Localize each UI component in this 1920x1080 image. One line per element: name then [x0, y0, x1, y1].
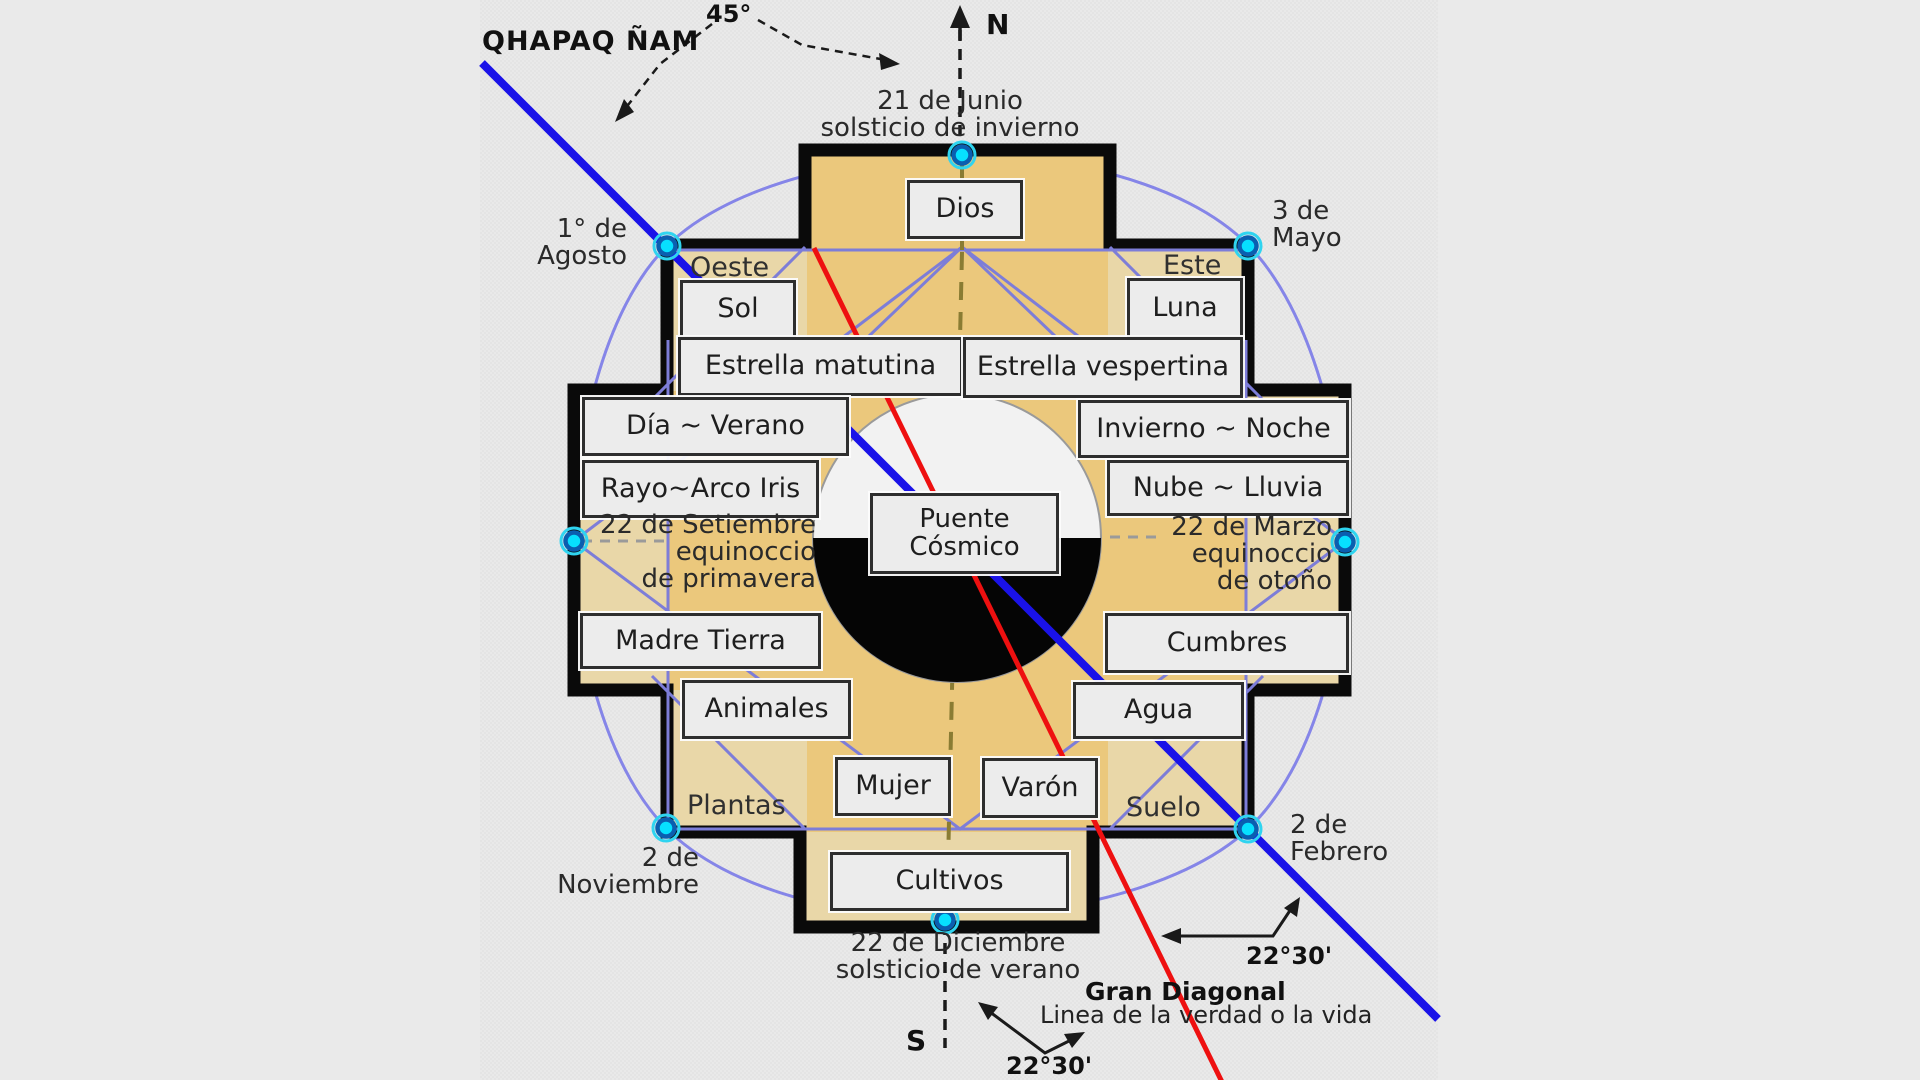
box-invierno-noche: Invierno ~ Noche [1078, 400, 1349, 458]
box-estrella-matutina: Estrella matutina [678, 337, 963, 396]
date-solsticio-diciembre: 22 de Diciembre solsticio de verano [758, 930, 1158, 984]
date-line: equinoccio [1191, 539, 1332, 569]
node-northeast [1233, 231, 1263, 261]
box-varon-label: Varón [1001, 771, 1079, 803]
box-dia-verano: Día ~ Verano [582, 397, 849, 456]
angle-2230-bottom-label: 22°30' [1006, 1052, 1093, 1080]
box-puente-cosmico: Puente Cósmico [870, 493, 1059, 574]
date-line: solsticio de invierno [820, 113, 1080, 143]
box-nube-lluvia-label: Nube ~ Lluvia [1132, 471, 1324, 503]
date-line: 22 de Setiembre [600, 510, 816, 540]
box-agua: Agua [1073, 682, 1244, 739]
box-mujer: Mujer [835, 757, 951, 816]
box-varon: Varón [982, 758, 1098, 818]
date-line: 21 de Junio [877, 86, 1023, 116]
zone-este: Este [1163, 250, 1222, 281]
box-estrella-vespertina: Estrella vespertina [963, 337, 1243, 398]
box-animales-label: Animales [704, 693, 829, 725]
box-estrella-matutina-label: Estrella matutina [704, 350, 937, 382]
calendar-nodes [559, 140, 1360, 935]
date-line: 1° de [556, 214, 627, 244]
box-rayo-arco-iris: Rayo~Arco Iris [582, 460, 819, 518]
date-line: de primavera [641, 564, 816, 594]
box-mujer-label: Mujer [855, 770, 931, 802]
date-line: 22 de Diciembre [850, 928, 1066, 958]
node-southeast [1233, 814, 1263, 844]
date-line: Noviembre [557, 870, 699, 900]
box-dia-verano-label: Día ~ Verano [626, 410, 805, 442]
box-cultivos: Cultivos [830, 852, 1069, 911]
box-nube-lluvia: Nube ~ Lluvia [1107, 460, 1349, 516]
puente-line-2: Cósmico [909, 531, 1020, 562]
box-dios-label: Dios [935, 193, 995, 225]
angle-45-label: 45° [706, 0, 752, 28]
node-northwest [652, 231, 682, 261]
box-agua-label: Agua [1123, 694, 1194, 726]
north-south-axis [943, 5, 970, 1048]
qhapaq-nam-title: QHAPAQ ÑAM [482, 26, 700, 57]
date-equinoccio-setiembre: 22 de Setiembre equinoccio de primavera [516, 512, 816, 593]
box-luna-label: Luna [1152, 292, 1218, 324]
date-line: Mayo [1272, 223, 1342, 253]
date-line: Agosto [537, 241, 627, 271]
gran-diagonal-subtitle: Linea de la verdad o la vida [1040, 1001, 1373, 1029]
chakana-cross-border [567, 143, 1352, 934]
date-line: 2 de [641, 843, 699, 873]
box-luna: Luna [1127, 278, 1243, 339]
box-dios: Dios [907, 180, 1023, 239]
box-sol: Sol [680, 280, 796, 339]
date-line: solsticio de verano [835, 955, 1081, 985]
zone-oeste: Oeste [690, 252, 770, 283]
box-madre-tierra: Madre Tierra [580, 613, 821, 669]
date-febrero-2: 2 de Febrero [1290, 812, 1388, 866]
angle-2230-right-label: 22°30' [1246, 942, 1333, 970]
zone-plantas: Plantas [687, 790, 786, 821]
angle-45-arrows [615, 18, 900, 122]
box-animales: Animales [682, 680, 851, 739]
date-line: equinoccio [675, 537, 816, 567]
date-line: 3 de [1272, 196, 1330, 226]
box-cumbres: Cumbres [1105, 613, 1349, 673]
date-line: Febrero [1290, 837, 1389, 867]
date-line: 22 de Marzo [1171, 512, 1332, 542]
node-southwest [651, 813, 681, 843]
date-solsticio-junio: 21 de Junio solsticio de invierno [750, 88, 1150, 142]
box-rayo-arco-iris-label: Rayo~Arco Iris [600, 472, 801, 504]
date-line: 2 de [1290, 810, 1348, 840]
node-west [559, 526, 589, 556]
box-invierno-noche-label: Invierno ~ Noche [1096, 412, 1331, 444]
date-noviembre-2: 2 de Noviembre [499, 845, 699, 899]
gran-diagonal-title: Gran Diagonal [1085, 977, 1286, 1006]
equinox-axis-dashes [582, 535, 1162, 543]
box-cumbres-label: Cumbres [1166, 626, 1288, 658]
box-cultivos-label: Cultivos [895, 865, 1004, 897]
node-east [1330, 527, 1360, 557]
compass-south-label: S [906, 1024, 927, 1057]
north-arrow-icon [950, 5, 970, 28]
date-line: de otoño [1216, 566, 1332, 596]
node-north [947, 140, 977, 170]
puente-line-1: Puente [919, 504, 1010, 535]
date-equinoccio-marzo: 22 de Marzo equinoccio de otoño [1032, 514, 1332, 595]
angle-2230-bottom-arrows [978, 1002, 1085, 1055]
angle-2230-right-arrows [1161, 897, 1300, 944]
box-madre-tierra-label: Madre Tierra [615, 624, 786, 656]
date-agosto-1: 1° de Agosto [447, 216, 627, 270]
compass-north-label: N [986, 8, 1010, 41]
date-mayo-3: 3 de Mayo [1272, 198, 1342, 252]
zone-suelo: Suelo [1126, 792, 1201, 823]
box-sol-label: Sol [717, 293, 759, 325]
box-estrella-vespertina-label: Estrella vespertina [976, 351, 1230, 383]
